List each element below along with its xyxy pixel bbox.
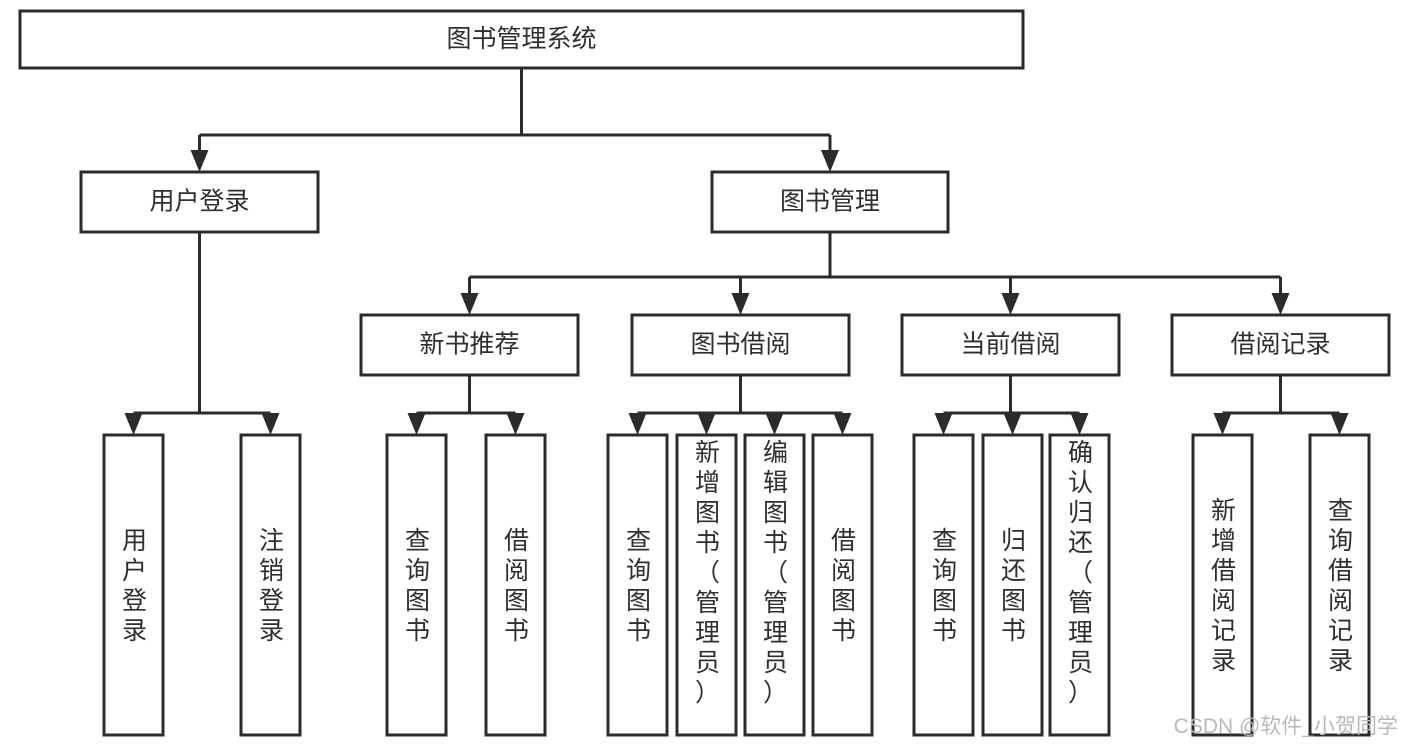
- node-user-login[interactable]: 用户登录: [79, 170, 320, 234]
- arrow-down-icon-book-borrow: [731, 293, 750, 315]
- node-book-borrow[interactable]: 图书借阅: [630, 313, 851, 377]
- node-leaf-edit-book-label: 编辑图书（管理员）: [763, 439, 788, 707]
- csdn-watermark: CSDN @软件_小贺同学: [1174, 715, 1398, 738]
- node-leaf-borrow-book-recommend-label: 借阅图书: [504, 527, 529, 645]
- node-leaf-return-book-label: 归还图书: [1001, 527, 1026, 645]
- node-new-book-recommend[interactable]: 新书推荐: [359, 313, 580, 377]
- node-leaf-user-login-box[interactable]: [102, 433, 165, 737]
- node-borrow-record-label: 借阅记录: [1230, 331, 1330, 359]
- node-leaf-confirm-return[interactable]: 确认归还（管理员）: [1048, 433, 1111, 737]
- arrow-down-icon-leaf-query-borrow-record: [1330, 413, 1349, 435]
- node-leaf-borrow-book[interactable]: 借阅图书: [811, 433, 874, 737]
- node-new-book-recommend-label: 新书推荐: [419, 331, 519, 359]
- node-leaf-borrow-book-recommend[interactable]: 借阅图书: [484, 433, 547, 737]
- arrow-down-icon-leaf-query-book-borrow: [628, 413, 647, 435]
- arrow-down-icon-leaf-borrow-book: [833, 413, 852, 435]
- node-current-borrow-label: 当前借阅: [960, 331, 1060, 359]
- node-new-book-recommend-box[interactable]: [359, 313, 580, 377]
- node-leaf-query-book-borrow[interactable]: 查询图书: [606, 433, 669, 737]
- connectors-layer: [124, 68, 1349, 435]
- node-leaf-query-book-recommend-box[interactable]: [385, 433, 448, 737]
- node-leaf-edit-book-box[interactable]: [743, 433, 806, 737]
- arrow-down-icon-leaf-borrow-book-recommend: [506, 413, 525, 435]
- arrow-down-icon-leaf-add-book: [697, 413, 716, 435]
- node-book-manage-label: 图书管理: [780, 188, 880, 216]
- node-user-login-box[interactable]: [79, 170, 320, 234]
- node-leaf-return-book[interactable]: 归还图书: [981, 433, 1044, 737]
- node-leaf-confirm-return-label: 确认归还（管理员）: [1068, 439, 1093, 707]
- node-root-box[interactable]: [18, 9, 1025, 70]
- node-root[interactable]: 图书管理系统: [18, 9, 1025, 70]
- node-leaf-query-book-current-box[interactable]: [912, 433, 975, 737]
- node-leaf-add-borrow-record[interactable]: 新增借阅记录: [1191, 433, 1254, 737]
- node-leaf-add-book[interactable]: 新增图书（管理员）: [675, 433, 738, 737]
- node-current-borrow-box[interactable]: [900, 313, 1121, 377]
- node-leaf-query-book-borrow-label: 查询图书: [626, 527, 651, 645]
- node-book-borrow-label: 图书借阅: [690, 331, 790, 359]
- node-leaf-query-book-recommend[interactable]: 查询图书: [385, 433, 448, 737]
- node-leaf-logout-box[interactable]: [239, 433, 302, 737]
- node-leaf-add-borrow-record-box[interactable]: [1191, 433, 1254, 737]
- node-book-manage[interactable]: 图书管理: [710, 170, 950, 234]
- node-leaf-add-book-label: 新增图书（管理员）: [695, 439, 720, 707]
- arrow-down-icon-borrow-record: [1271, 293, 1290, 315]
- node-leaf-user-login[interactable]: 用户登录: [102, 433, 165, 737]
- arrow-down-icon-leaf-logout: [261, 413, 280, 435]
- node-leaf-query-borrow-record[interactable]: 查询借阅记录: [1308, 433, 1371, 737]
- node-leaf-query-borrow-record-box[interactable]: [1308, 433, 1371, 737]
- arrow-down-icon-leaf-edit-book: [765, 413, 784, 435]
- node-leaf-query-book-current-label: 查询图书: [932, 527, 957, 645]
- node-root-label: 图书管理系统: [446, 25, 596, 53]
- node-leaf-query-book-current[interactable]: 查询图书: [912, 433, 975, 737]
- node-leaf-confirm-return-box[interactable]: [1048, 433, 1111, 737]
- node-leaf-query-book-recommend-label: 查询图书: [405, 527, 430, 645]
- node-leaf-logout-label: 注销登录: [259, 527, 284, 645]
- node-leaf-borrow-book-label: 借阅图书: [831, 527, 856, 645]
- node-leaf-edit-book[interactable]: 编辑图书（管理员）: [743, 433, 806, 737]
- arrow-down-icon-leaf-add-borrow-record: [1213, 413, 1232, 435]
- node-leaf-query-borrow-record-label: 查询借阅记录: [1328, 497, 1353, 675]
- arrow-down-icon-leaf-user-login: [124, 413, 143, 435]
- node-borrow-record-box[interactable]: [1170, 313, 1391, 377]
- node-leaf-user-login-label: 用户登录: [122, 527, 147, 645]
- nodes-layer: 图书管理系统用户登录图书管理新书推荐图书借阅当前借阅借阅记录用户登录注销登录查询…: [18, 9, 1391, 737]
- arrow-down-icon-book-manage: [821, 150, 839, 172]
- node-leaf-borrow-book-box[interactable]: [811, 433, 874, 737]
- node-leaf-borrow-book-recommend-box[interactable]: [484, 433, 547, 737]
- node-leaf-add-book-box[interactable]: [675, 433, 738, 737]
- arrow-down-icon-leaf-query-book-recommend: [407, 413, 426, 435]
- node-leaf-logout[interactable]: 注销登录: [239, 433, 302, 737]
- arrow-down-icon-leaf-query-book-current: [934, 413, 953, 435]
- node-user-login-label: 用户登录: [149, 188, 249, 216]
- node-book-manage-box[interactable]: [710, 170, 950, 234]
- arrow-down-icon-current-borrow: [1001, 293, 1020, 315]
- node-book-borrow-box[interactable]: [630, 313, 851, 377]
- node-leaf-return-book-box[interactable]: [981, 433, 1044, 737]
- node-borrow-record[interactable]: 借阅记录: [1170, 313, 1391, 377]
- node-leaf-query-book-borrow-box[interactable]: [606, 433, 669, 737]
- node-leaf-add-borrow-record-label: 新增借阅记录: [1211, 497, 1236, 675]
- arrow-down-icon-user-login: [190, 150, 209, 172]
- arrow-down-icon-leaf-confirm-return: [1070, 413, 1089, 435]
- node-current-borrow[interactable]: 当前借阅: [900, 313, 1121, 377]
- arrow-down-icon-leaf-return-book: [1003, 413, 1022, 435]
- arrow-down-icon-new-book-recommend: [460, 293, 479, 315]
